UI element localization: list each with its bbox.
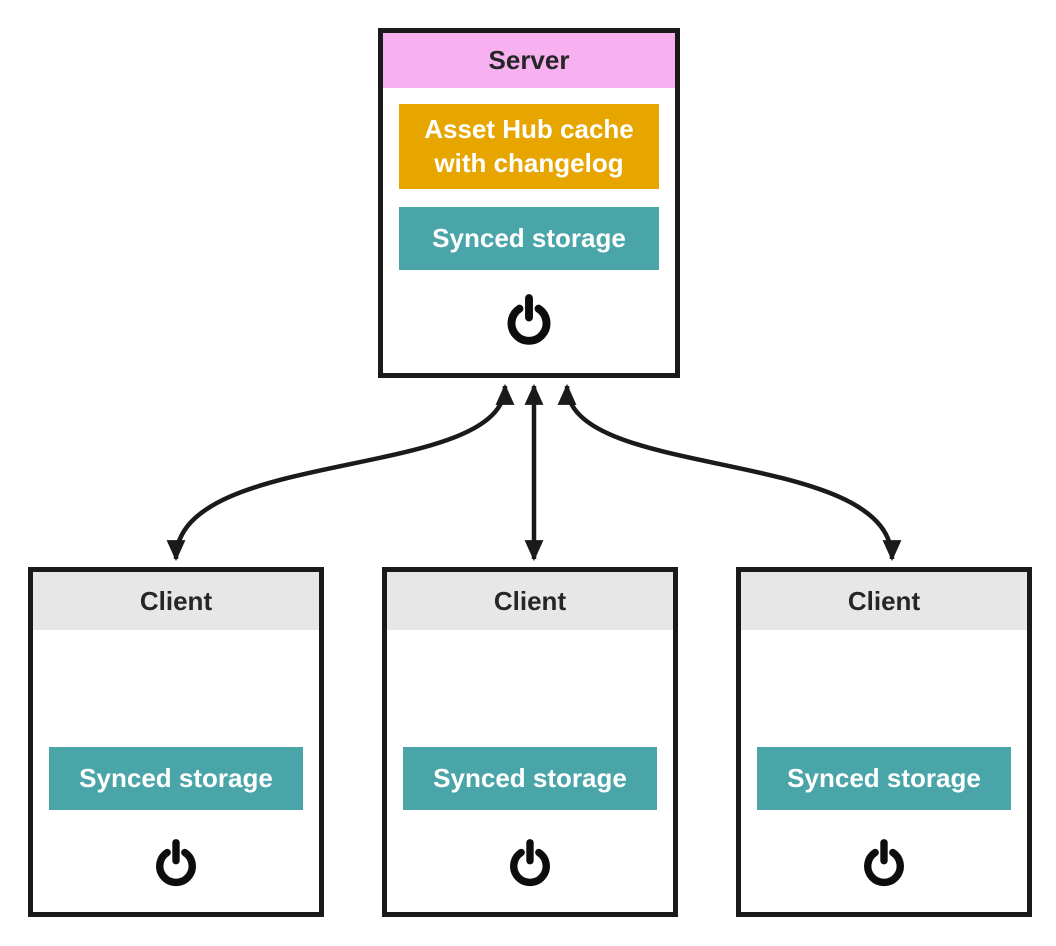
arrow-server-client-1 bbox=[166, 383, 515, 562]
client-node-3: Client Synced storage bbox=[736, 567, 1032, 917]
server-title: Server bbox=[488, 45, 570, 75]
client-2-header: Client bbox=[387, 572, 673, 630]
arrow-server-client-3 bbox=[557, 383, 902, 562]
client-1-header: Client bbox=[33, 572, 319, 630]
client-3-title: Client bbox=[847, 585, 921, 616]
client-node-2: Client Synced storage bbox=[382, 567, 678, 917]
power-icon bbox=[507, 294, 551, 345]
server-synced-storage-label: Synced storage bbox=[432, 222, 626, 253]
asset-hub-cache-label: Asset Hub cache with changelog bbox=[424, 113, 634, 178]
power-icon bbox=[156, 839, 196, 887]
client-3-power-icon bbox=[741, 834, 1027, 894]
client-node-1: Client Synced storage bbox=[28, 567, 324, 917]
server-power-icon bbox=[383, 291, 675, 351]
client-2-synced-storage-label: Synced storage bbox=[433, 762, 627, 793]
client-2-synced-storage-chip: Synced storage bbox=[403, 747, 657, 810]
asset-hub-cache-chip: Asset Hub cache with changelog bbox=[399, 104, 659, 189]
server-node: Server Asset Hub cache with changelog Sy… bbox=[378, 28, 680, 378]
client-3-synced-storage-label: Synced storage bbox=[787, 762, 981, 793]
client-1-synced-storage-chip: Synced storage bbox=[49, 747, 303, 810]
power-icon bbox=[510, 839, 550, 887]
client-2-title: Client bbox=[493, 585, 567, 616]
client-2-power-icon bbox=[387, 834, 673, 894]
client-3-synced-storage-chip: Synced storage bbox=[757, 747, 1011, 810]
client-1-power-icon bbox=[33, 834, 319, 894]
power-icon bbox=[864, 839, 904, 887]
client-1-synced-storage-label: Synced storage bbox=[79, 762, 273, 793]
client-3-header: Client bbox=[741, 572, 1027, 630]
server-synced-storage-chip: Synced storage bbox=[399, 207, 659, 270]
client-1-title: Client bbox=[139, 585, 213, 616]
server-header: Server bbox=[383, 33, 675, 88]
